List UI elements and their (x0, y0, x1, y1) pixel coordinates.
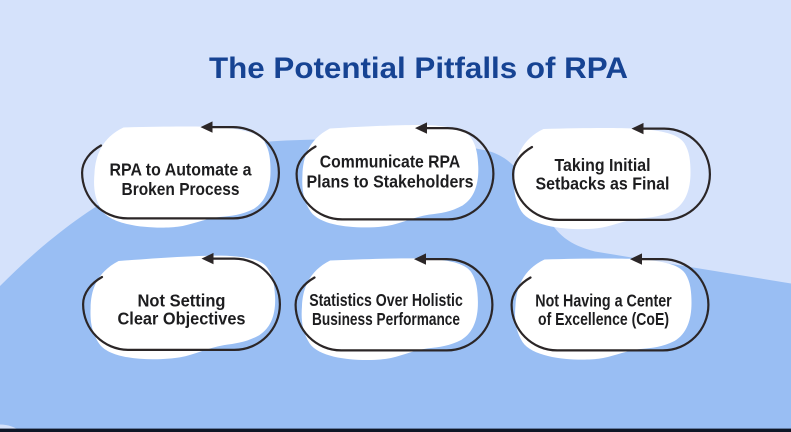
svg-text:The Potential Pitfalls of RPA: The Potential Pitfalls of RPA (209, 52, 628, 85)
svg-text:Broken Process: Broken Process (122, 179, 240, 199)
svg-text:Statistics Over Holistic: Statistics Over Holistic (309, 290, 463, 310)
svg-text:Clear Objectives: Clear Objectives (118, 308, 246, 328)
svg-text:Business Performance: Business Performance (312, 309, 460, 329)
svg-text:Plans to Stakeholders: Plans to Stakeholders (307, 171, 474, 191)
svg-text:Taking Initial: Taking Initial (555, 155, 651, 175)
svg-text:of Excellence (CoE): of Excellence (CoE) (538, 309, 669, 329)
svg-text:RPA to Automate a: RPA to Automate a (110, 159, 252, 179)
svg-text:Not Setting: Not Setting (138, 290, 226, 310)
svg-text:Not Having a Center: Not Having a Center (535, 291, 672, 311)
svg-text:Setbacks as Final: Setbacks as Final (536, 174, 670, 194)
svg-text:Communicate RPA: Communicate RPA (320, 151, 461, 171)
